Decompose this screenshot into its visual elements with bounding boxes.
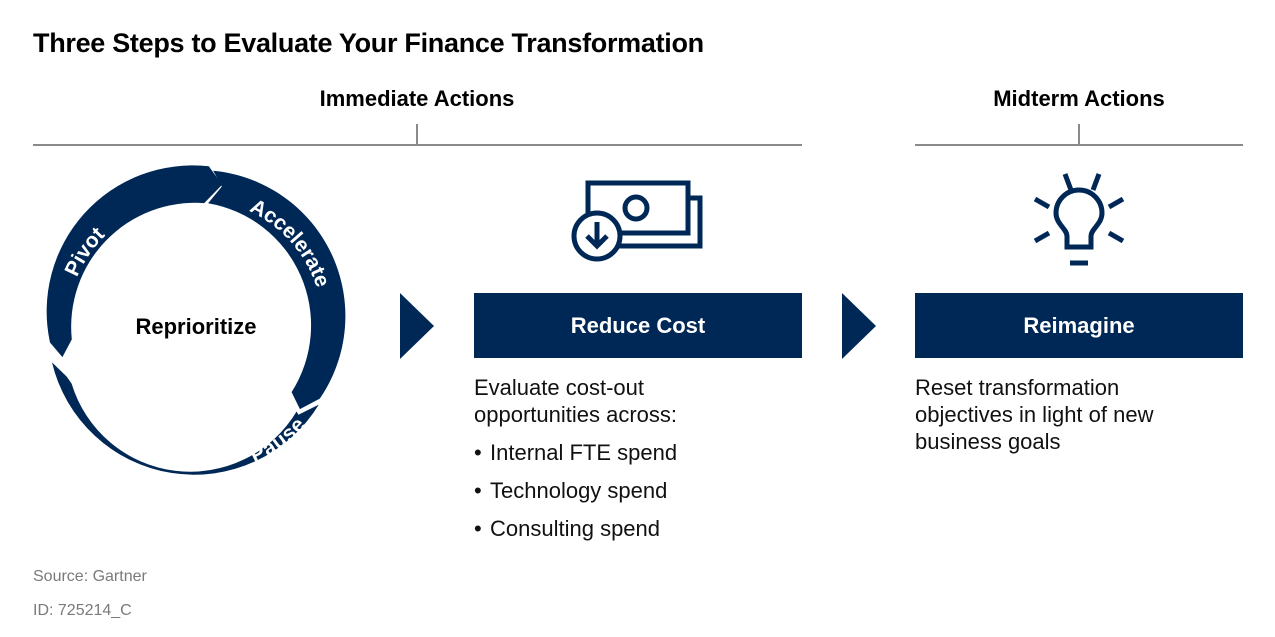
reimagine-description-line: business goals: [915, 429, 1061, 454]
immediate-actions-tick: [416, 124, 418, 145]
money-down-icon: [571, 180, 703, 262]
cycle-label-accelerate: Accelerate: [246, 195, 334, 290]
midterm-actions-header: Midterm Actions: [993, 86, 1165, 111]
reduce-cost-description-line: opportunities across:: [474, 402, 677, 427]
figure-id: ID: 725214_C: [33, 602, 132, 619]
list-item: Internal FTE spend: [474, 439, 677, 466]
reimagine-description: Reset transformation objectives in light…: [915, 374, 1153, 455]
reduce-cost-description-line: Evaluate cost-out: [474, 375, 644, 400]
cycle-segment-pause: [52, 362, 319, 475]
reimagine-description-line: objectives in light of new: [915, 402, 1154, 427]
reimagine-label: Reimagine: [1023, 312, 1135, 338]
source-note: Source: Gartner: [33, 568, 147, 585]
immediate-actions-header: Immediate Actions: [319, 86, 515, 111]
midterm-actions-tick: [1078, 124, 1080, 145]
immediate-actions-rule: [33, 144, 802, 146]
page-title: Three Steps to Evaluate Your Finance Tra…: [33, 28, 704, 58]
cycle-center-label: Reprioritize: [135, 314, 256, 339]
flow-arrow-2: [842, 293, 876, 359]
flow-arrow-1: [400, 293, 434, 359]
reimagine-box: Reimagine: [915, 293, 1243, 358]
cycle-segment-pivot: [46, 165, 223, 358]
reduce-cost-bullets: Internal FTE spend Technology spend Cons…: [474, 439, 677, 553]
cycle-label-pause: Pause: [247, 413, 310, 467]
cycle-segment-accelerate: [208, 170, 346, 410]
midterm-actions-rule: [915, 144, 1243, 146]
reimagine-description-line: Reset transformation: [915, 375, 1120, 400]
reduce-cost-label: Reduce Cost: [570, 312, 706, 338]
reduce-cost-description: Evaluate cost-out opportunities across:: [474, 374, 677, 428]
cycle-label-pivot: Pivot: [61, 223, 110, 280]
list-item: Consulting spend: [474, 515, 677, 542]
lightbulb-icon: [1033, 173, 1125, 266]
list-item: Technology spend: [474, 477, 677, 504]
reduce-cost-box: Reduce Cost: [474, 293, 802, 358]
